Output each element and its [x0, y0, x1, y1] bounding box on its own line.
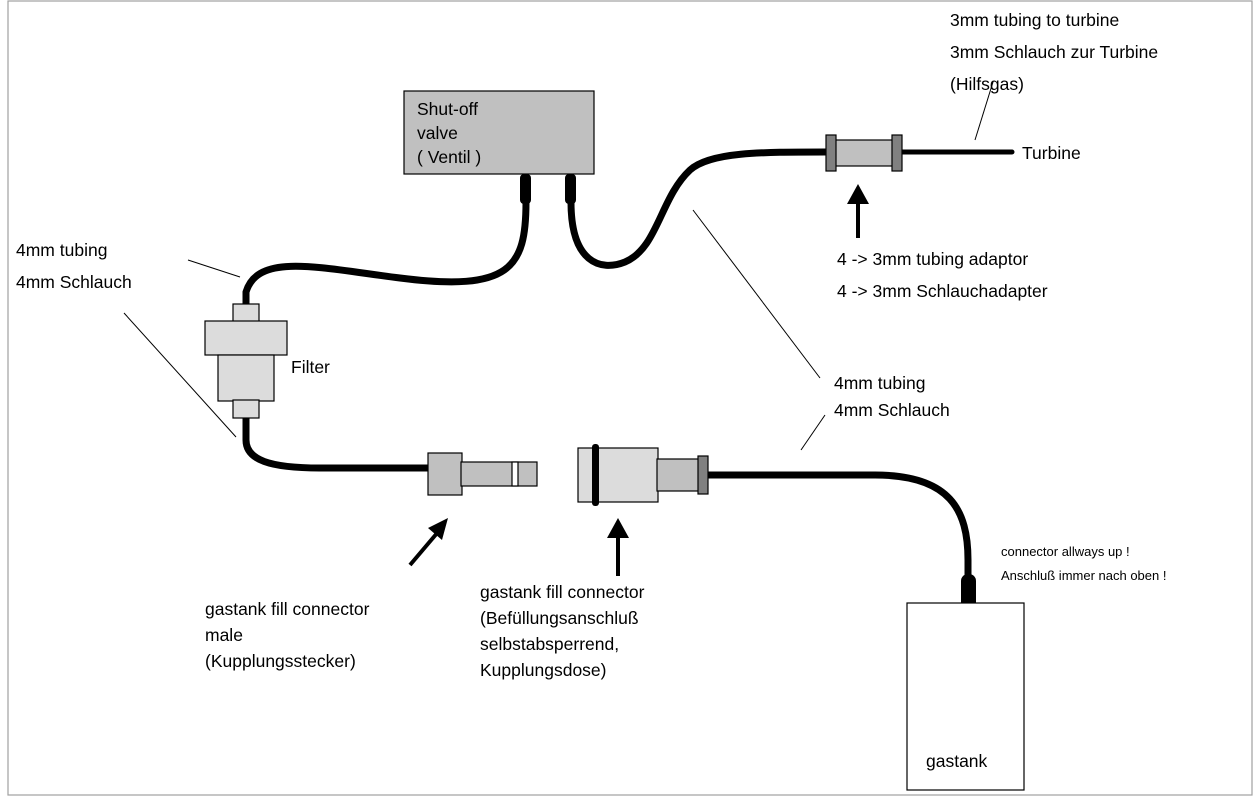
tubing-left-line-2: 4mm Schlauch — [16, 272, 132, 292]
svg-text:Shut-off: Shut-off — [417, 99, 478, 119]
svg-text:gastank fill connector: gastank fill connector — [480, 582, 645, 602]
adaptor-right-collar — [891, 134, 903, 172]
shutoff-valve-body — [403, 90, 595, 175]
arrow-male-connector — [408, 518, 448, 567]
valve-label-line-2: valve — [417, 123, 458, 143]
turbine-tubing-line-3: (Hilfsgas) — [950, 74, 1024, 94]
svg-text:4mm tubing: 4mm tubing — [834, 373, 925, 393]
svg-text:(Befüllungsanschluß: (Befüllungsanschluß — [480, 608, 639, 628]
shutoff-valve: Shut-off valve ( Ventil ) — [403, 90, 595, 175]
svg-text:gastank: gastank — [926, 751, 988, 771]
svg-text:Turbine: Turbine — [1022, 143, 1081, 163]
fill-connector-line-4: Kupplungsdose) — [480, 660, 606, 680]
male-connector-line-1: gastank fill connector — [205, 599, 370, 619]
tube-fill-connector-to-gastank — [703, 471, 972, 586]
filter — [204, 303, 288, 419]
male-connector-groove — [511, 461, 519, 487]
leader-turbine-tubing — [974, 81, 994, 141]
male-connector-line-3: (Kupplungsstecker) — [205, 651, 356, 671]
gastank-label: gastank — [926, 751, 988, 771]
svg-text:3mm tubing to turbine: 3mm tubing to turbine — [950, 10, 1119, 30]
adaptor-label-line-2: 4 -> 3mm Schlauchadapter — [837, 281, 1048, 301]
svg-text:Anschluß immer nach oben !: Anschluß immer nach oben ! — [1001, 568, 1166, 583]
tube-valve-to-filter — [242, 198, 530, 308]
turbine-tubing-line-1: 3mm tubing to turbine — [950, 10, 1119, 30]
svg-text:4 -> 3mm Schlauchadapter: 4 -> 3mm Schlauchadapter — [837, 281, 1048, 301]
svg-text:4mm Schlauch: 4mm Schlauch — [834, 400, 950, 420]
leader-tubing-left-lower — [123, 312, 237, 438]
fill-connector-tail — [656, 458, 702, 492]
fill-connector-collar — [697, 455, 709, 495]
adaptor-body — [832, 139, 896, 167]
tubing-left-label: 4mm tubing 4mm Schlauch — [16, 240, 132, 292]
fill-connector-line-1: gastank fill connector — [480, 582, 645, 602]
male-connector — [427, 452, 538, 496]
fill-connector-line-3: selbstabsperrend, — [480, 634, 619, 654]
tube-valve-to-adaptor — [567, 148, 830, 269]
filter-top-nipple — [232, 303, 260, 323]
svg-text:Filter: Filter — [291, 357, 330, 377]
diagram-frame — [7, 0, 1253, 796]
svg-text:(Hilfsgas): (Hilfsgas) — [950, 74, 1024, 94]
leader-tubing-right-lower — [800, 414, 826, 451]
arrow-adaptor — [847, 184, 869, 238]
male-connector-line-2: male — [205, 625, 243, 645]
svg-text:(Kupplungsstecker): (Kupplungsstecker) — [205, 651, 356, 671]
tubing-right-label: 4mm tubing 4mm Schlauch — [834, 373, 950, 420]
svg-text:( Ventil ): ( Ventil ) — [417, 147, 481, 167]
male-connector-pin — [460, 461, 538, 487]
filter-top-section — [204, 320, 288, 356]
svg-text:Kupplungsdose): Kupplungsdose) — [480, 660, 606, 680]
valve-outlet-left-stub — [520, 174, 531, 204]
fill-connector-line-2: (Befüllungsanschluß — [480, 608, 639, 628]
turbine-tubing-line-2: 3mm Schlauch zur Turbine — [950, 42, 1158, 62]
valve-label-line-1: Shut-off — [417, 99, 478, 119]
tubing-right-line-1: 4mm tubing — [834, 373, 925, 393]
svg-text:4mm Schlauch: 4mm Schlauch — [16, 272, 132, 292]
fill-connector — [577, 444, 709, 506]
male-connector-label: gastank fill connector male (Kupplungsst… — [205, 599, 370, 671]
fill-connector-body — [577, 447, 659, 503]
svg-text:male: male — [205, 625, 243, 645]
gastank-body — [906, 602, 1025, 791]
tubing-right-line-2: 4mm Schlauch — [834, 400, 950, 420]
svg-text:3mm Schlauch zur Turbine: 3mm Schlauch zur Turbine — [950, 42, 1158, 62]
turbine-tubing-label: 3mm tubing to turbine 3mm Schlauch zur T… — [950, 10, 1158, 94]
valve-outlet-right-stub — [565, 174, 576, 204]
tubing-adaptor — [825, 134, 903, 172]
fill-connector-ring — [592, 444, 599, 506]
tube-filter-to-male-connector — [242, 414, 436, 472]
svg-text:selbstabsperrend,: selbstabsperrend, — [480, 634, 619, 654]
svg-text:4 -> 3mm tubing adaptor: 4 -> 3mm tubing adaptor — [837, 249, 1028, 269]
arrow-fill-connector — [607, 518, 629, 576]
adaptor-label-line-1: 4 -> 3mm tubing adaptor — [837, 249, 1028, 269]
turbine-label: Turbine — [1022, 143, 1081, 163]
svg-text:valve: valve — [417, 123, 458, 143]
adaptor-label: 4 -> 3mm tubing adaptor 4 -> 3mm Schlauc… — [837, 249, 1048, 301]
svg-text:connector allways up !: connector allways up ! — [1001, 544, 1130, 559]
leader-tubing-right-upper — [692, 209, 821, 379]
connector-note: connector allways up ! Anschluß immer na… — [1001, 544, 1166, 583]
adaptor-left-collar — [825, 134, 837, 172]
leader-tubing-left-upper — [187, 259, 241, 278]
male-connector-nut — [427, 452, 463, 496]
fill-connector-label: gastank fill connector (Befüllungsanschl… — [480, 582, 645, 680]
valve-label-line-3: ( Ventil ) — [417, 147, 481, 167]
filter-label: Filter — [291, 357, 330, 377]
filter-bottom-nipple — [232, 399, 260, 419]
connector-note-line-1: connector allways up ! — [1001, 544, 1130, 559]
svg-text:4mm tubing: 4mm tubing — [16, 240, 107, 260]
tubing-left-line-1: 4mm tubing — [16, 240, 107, 260]
connector-note-line-2: Anschluß immer nach oben ! — [1001, 568, 1166, 583]
svg-text:gastank fill connector: gastank fill connector — [205, 599, 370, 619]
filter-bottom-section — [217, 354, 275, 402]
